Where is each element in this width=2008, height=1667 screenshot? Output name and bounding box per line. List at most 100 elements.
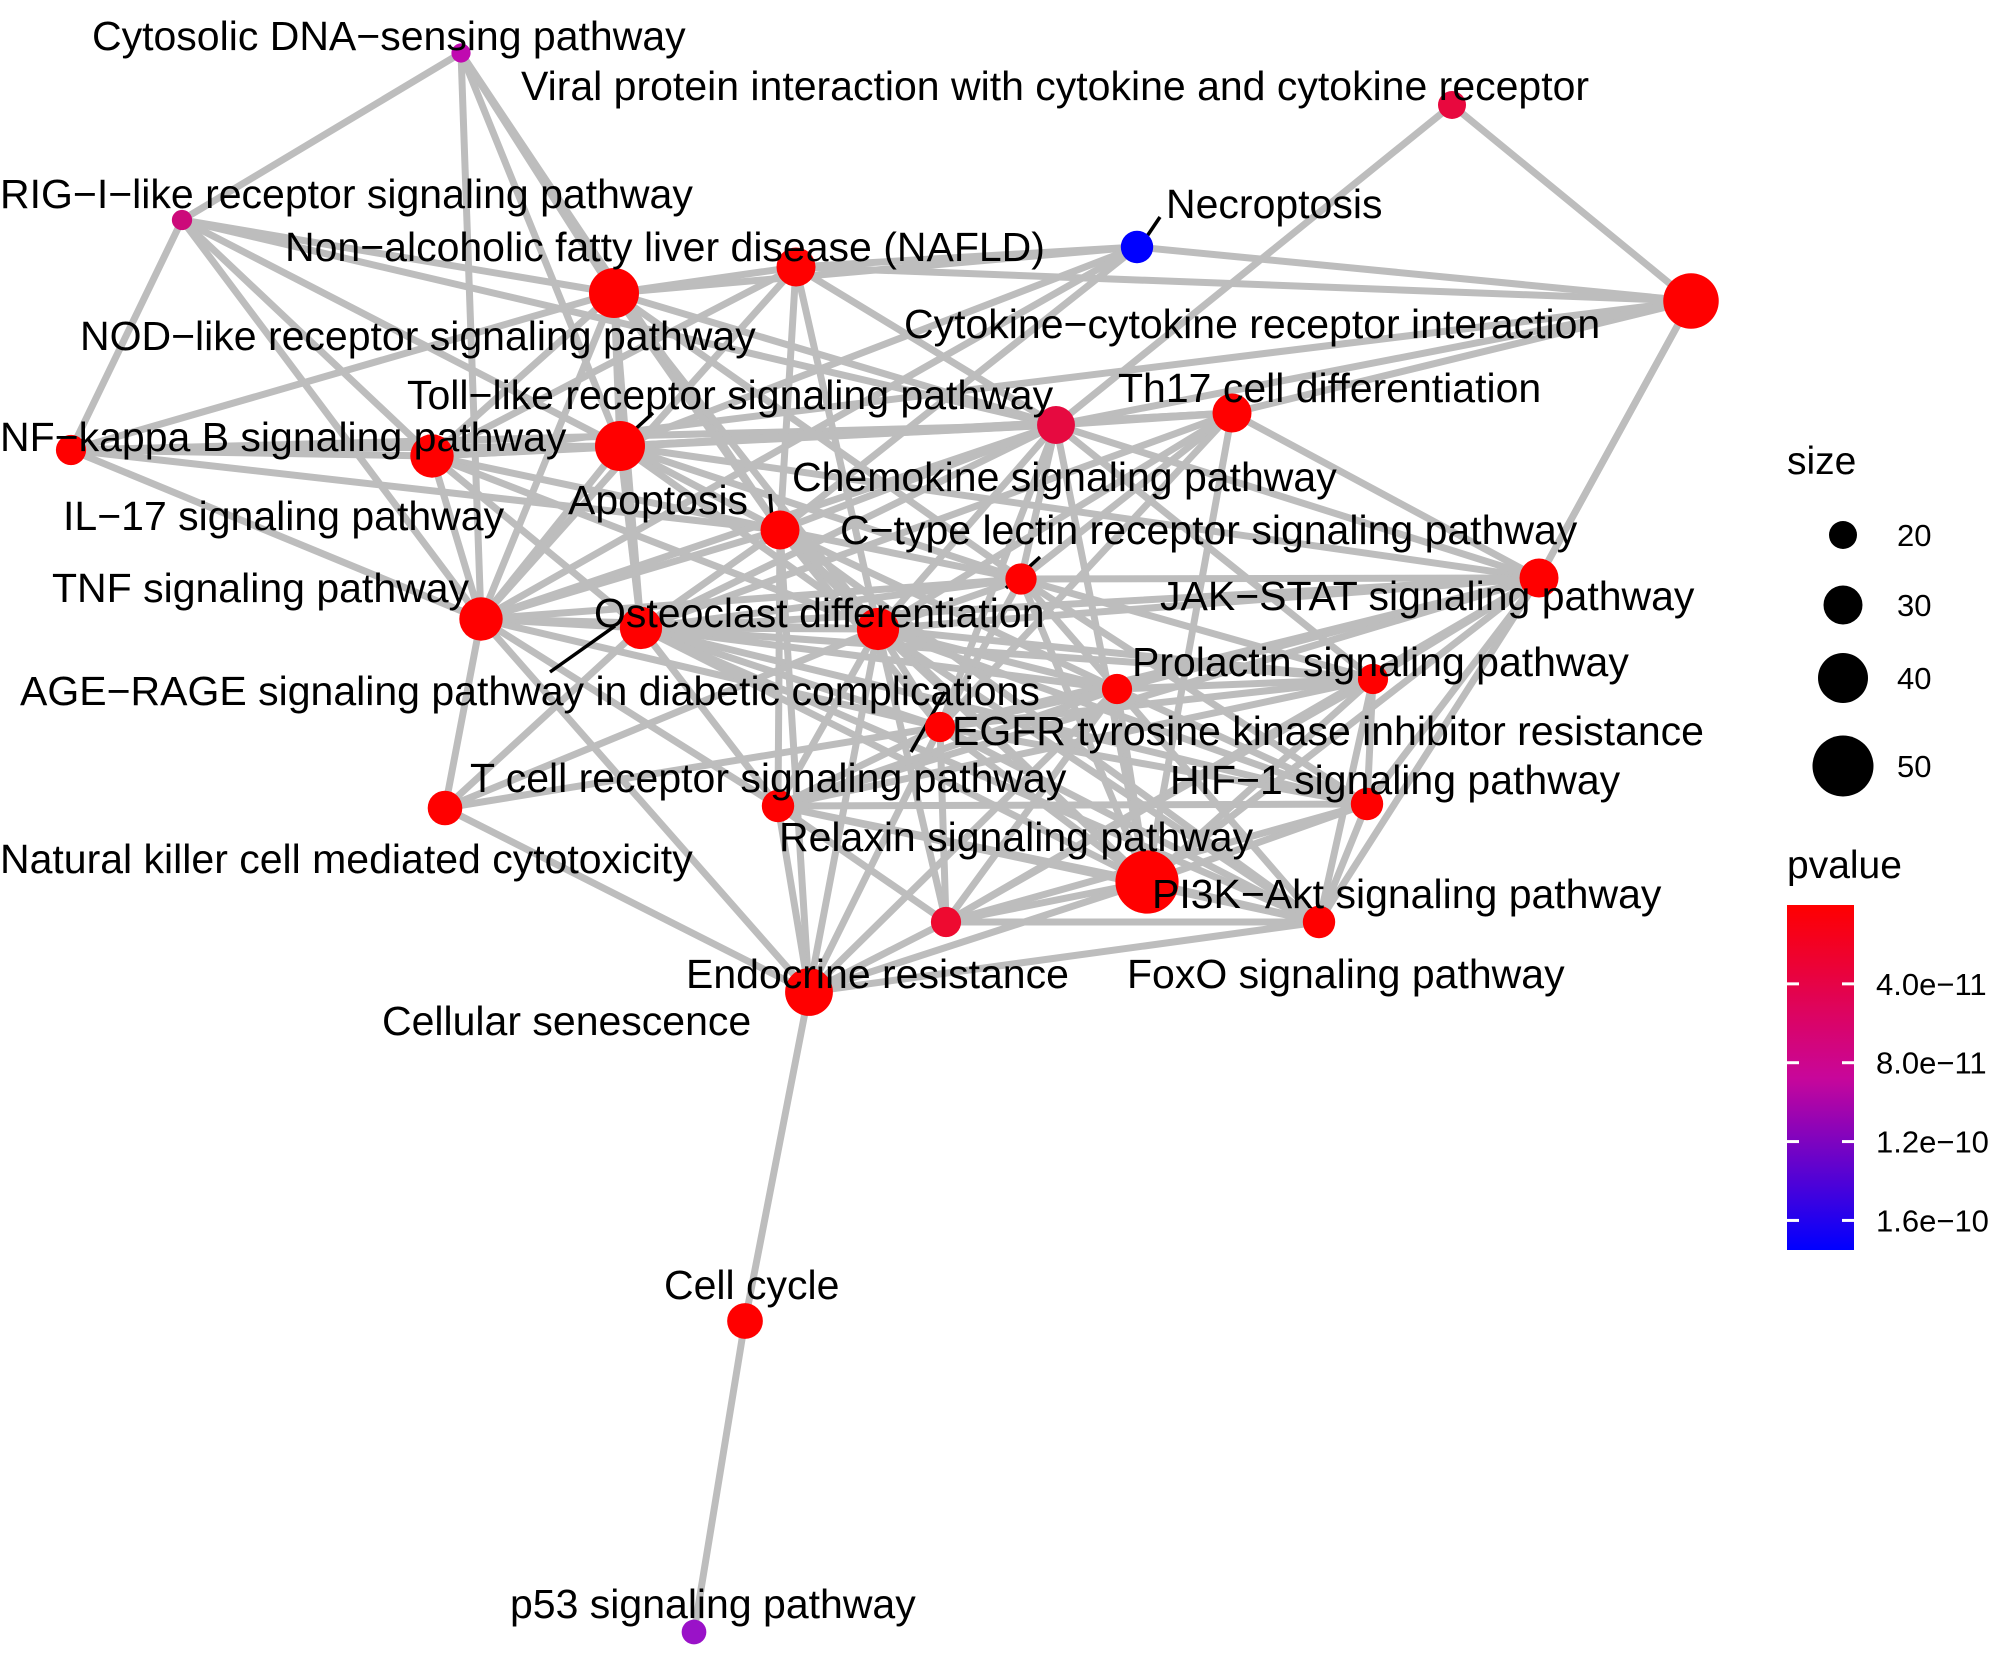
node-osteoclast-differentiation[interactable] (619, 606, 663, 650)
edge-chemokine-ctype (1017, 421, 1060, 583)
node-th17-cell-differentiation[interactable] (1212, 393, 1252, 433)
edge-toll-jakstat (616, 442, 1543, 582)
edge-tcell-foxo (936, 723, 1323, 926)
node-label-age-rage-signaling-pathway-in-diabetic-complications: AGE−RAGE signaling pathway in diabetic c… (20, 668, 1040, 714)
edge-il17-agerage (428, 452, 882, 633)
edge-tnf-ctype (477, 575, 1025, 623)
node-foxo-signaling-pathway[interactable] (1302, 905, 1336, 939)
node-nod-like-receptor-signaling-pathway[interactable] (589, 268, 639, 318)
edge-il17-tnf (428, 452, 485, 623)
edge-ctype-prolactin (1017, 575, 1377, 683)
edge-agerage-jakstat (874, 574, 1543, 633)
node-tnf-signaling-pathway[interactable] (459, 597, 503, 641)
node-pi3k-akt-signaling-pathway[interactable] (1115, 850, 1179, 914)
node-jak-stat-signaling-pathway[interactable] (1519, 558, 1559, 598)
node-relaxin-signaling-pathway[interactable] (761, 789, 795, 823)
edge-nfkb-apoptosis (67, 446, 784, 534)
legend-size-label-50: 50 (1897, 749, 1931, 784)
node-label-cellular-senescence: Cellular senescence (382, 998, 751, 1044)
edge-tcell-senescence (805, 723, 944, 996)
node-label-foxo-signaling-pathway: FoxO signaling pathway (1127, 951, 1565, 997)
node-toll-like-receptor-signaling-pathway[interactable] (595, 421, 645, 471)
edge-viral-cytokine (1448, 101, 1695, 305)
edge-agerage-nk (441, 625, 882, 812)
edge-cellcycle-p53 (690, 1317, 749, 1636)
node-label-cell-cycle: Cell cycle (664, 1262, 839, 1308)
node-label-cytokine-cytokine-receptor-interaction: Cytokine−cytokine receptor interaction (904, 301, 1600, 347)
node-nf-kappa-b-signaling-pathway[interactable] (55, 434, 87, 466)
edge-il17-osteo (428, 452, 645, 632)
legend-size-label-20: 20 (1897, 518, 1931, 553)
node-il-17-signaling-pathway[interactable] (410, 434, 454, 478)
edge-nod-chemokine (610, 289, 1060, 429)
node-label-cytosolic-dna-sensing-pathway: Cytosolic DNA−sensing pathway (92, 13, 686, 59)
node-endocrine-resistance[interactable] (930, 906, 962, 938)
nodes-layer (55, 43, 1719, 1645)
edge-rigi-nod (178, 216, 618, 297)
node-label-pi3k-akt-signaling-pathway: PI3K−Akt signaling pathway (1152, 871, 1662, 917)
legend-pvalue-title: pvalue (1787, 844, 1902, 887)
node-apoptosis[interactable] (760, 510, 800, 550)
edge-ctype-egfr (1017, 575, 1121, 693)
node-cytosolic-dna-sensing-pathway[interactable] (451, 43, 471, 63)
edge-nafld-chemokine (792, 263, 1060, 429)
edge-toll-apoptosis (616, 442, 784, 534)
edge-rigi-il17 (178, 216, 436, 460)
edges-layer (67, 49, 1695, 1636)
node-c-type-lectin-receptor-signaling-pathway[interactable] (1005, 563, 1037, 595)
edge-nk-osteo (441, 624, 645, 812)
edge-egfr-relaxin (774, 685, 1121, 810)
node-cell-cycle[interactable] (727, 1303, 763, 1339)
legend-size-label-30: 30 (1897, 588, 1931, 623)
edge-senescence-cellcycle (741, 988, 813, 1325)
node-label-egfr-tyrosine-kinase-inhibitor-resistance: EGFR tyrosine kinase inhibitor resistanc… (952, 708, 1704, 754)
edge-rigi-nfkb (67, 216, 186, 454)
edge-tcell-nk (441, 723, 944, 812)
edge-nod-tnf (477, 289, 618, 623)
node-age-rage-signaling-pathway-in-diabetic-complications[interactable] (856, 607, 900, 651)
node-label-necroptosis: Necroptosis (1166, 181, 1382, 227)
node-natural-killer-cell-mediated-cytotoxicity[interactable] (427, 790, 463, 826)
node-label-relaxin-signaling-pathway: Relaxin signaling pathway (779, 814, 1254, 860)
node-label-t-cell-receptor-signaling-pathway: T cell receptor signaling pathway (470, 755, 1067, 801)
node-label-prolactin-signaling-pathway: Prolactin signaling pathway (1132, 639, 1629, 685)
legend-size-label-40: 40 (1897, 661, 1931, 696)
node-cellular-senescence[interactable] (785, 968, 833, 1016)
edge-egfr-hif1 (1113, 685, 1371, 808)
legend-size-dot-50 (1812, 735, 1874, 797)
node-label-nod-like-receptor-signaling-pathway: NOD−like receptor signaling pathway (80, 313, 756, 359)
edge-tnf-relaxin (477, 615, 782, 810)
node-non-alcoholic-fatty-liver-disease-nafld[interactable] (776, 247, 816, 287)
node-chemokine-signaling-pathway[interactable] (1037, 406, 1075, 444)
edge-agerage-prolactin (874, 625, 1377, 683)
edge-th17-jakstat (1228, 409, 1543, 582)
node-p53-signaling-pathway[interactable] (681, 1619, 707, 1645)
node-egfr-tyrosine-kinase-inhibitor-resistance[interactable] (1101, 673, 1133, 705)
edge-osteo-tcell (637, 624, 944, 731)
node-cytokine-cytokine-receptor-interaction[interactable] (1663, 273, 1719, 329)
edge-egfr-pi3k (1113, 685, 1151, 886)
node-label-natural-killer-cell-mediated-cytotoxicity: Natural killer cell mediated cytotoxicit… (0, 836, 693, 882)
edge-pi3k-senescence (805, 878, 1151, 996)
node-rig-i-like-receptor-signaling-pathway[interactable] (171, 209, 193, 231)
legend-size-title: size (1787, 440, 1856, 483)
node-viral-protein-interaction-with-cytokine-and-cytokine-receptor[interactable] (1438, 91, 1466, 119)
node-prolactin-signaling-pathway[interactable] (1357, 663, 1389, 695)
edge-il17-apoptosis (428, 452, 784, 534)
node-t-cell-receptor-signaling-pathway[interactable] (924, 711, 956, 743)
edge-hif1-relaxin (774, 800, 1371, 810)
edge-egfr-senescence (805, 685, 1121, 996)
edge-jakstat-foxo (1315, 574, 1543, 926)
edge-cytokine-nafld (792, 263, 1695, 305)
node-necroptosis[interactable] (1120, 230, 1154, 264)
edge-ctype-jakstat (1017, 574, 1543, 583)
edge-tcell-relaxin (774, 723, 944, 810)
edge-necro-nod (610, 243, 1141, 297)
legend-pvalue-colorbar (1787, 905, 1854, 1250)
legend-pvalue-ticks: 4.0e−118.0e−111.2e−101.6e−10 (1787, 967, 1989, 1238)
edge-nfkb-tnf (67, 446, 485, 623)
edge-tcell-hif1 (936, 723, 1371, 808)
node-hif-1-signaling-pathway[interactable] (1350, 787, 1384, 821)
